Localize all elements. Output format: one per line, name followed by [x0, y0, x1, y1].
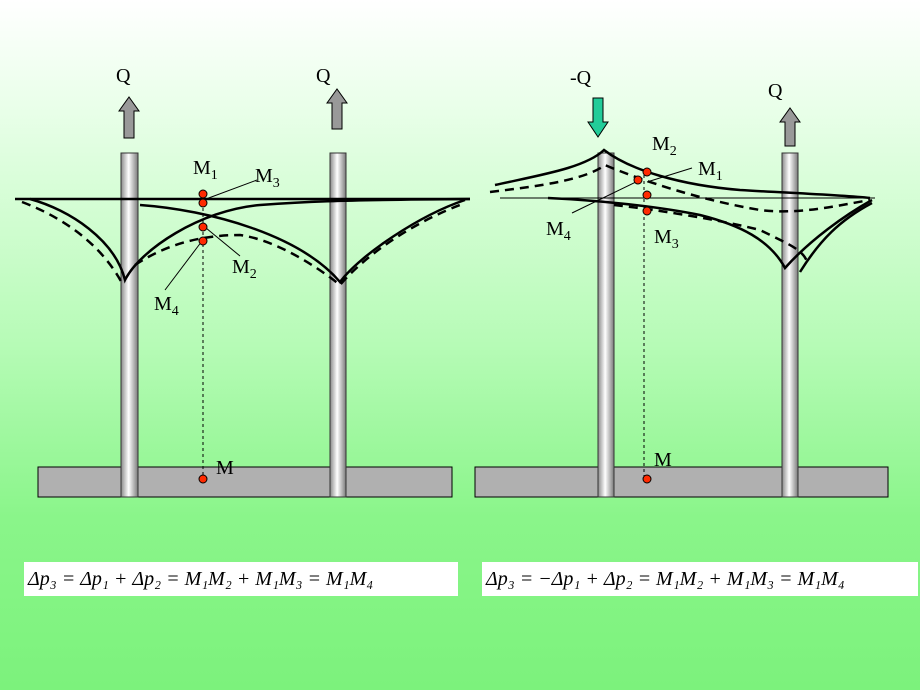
left-formula: Δp₃ = Δp₁ + Δp₂ = M₁M₂ + M₁M₃ = M₁M₄: [24, 562, 458, 596]
right-well-2: [781, 152, 799, 498]
right-point-m: [642, 474, 652, 484]
right-curve-solid-top: [494, 148, 871, 200]
left-label-m1: M1: [193, 157, 218, 183]
up-arrow-icon: [326, 88, 348, 130]
right-force-label-2: Q: [768, 80, 783, 102]
left-point-m4: [198, 236, 208, 246]
left-leader-m4: [164, 240, 203, 291]
left-leader-m3: [205, 179, 258, 200]
right-leader-m1: [646, 167, 693, 183]
right-label-m: M: [654, 449, 672, 471]
right-curve-solid-bottom: [547, 196, 873, 271]
right-point-m3: [642, 206, 652, 216]
left-curve-dashed-2: [134, 203, 461, 287]
up-arrow-icon: [118, 96, 140, 139]
left-label-m3: M3: [255, 165, 280, 191]
right-curve-solid-tail: [798, 201, 873, 273]
left-force-label-1: Q: [116, 65, 131, 87]
right-label-m3: M3: [654, 226, 679, 252]
left-curve-well2-solid: [139, 198, 466, 285]
left-panel: Q Q M1 M3 M2 M4 M: [15, 65, 471, 498]
right-curve-dashed-bottom: [613, 203, 810, 266]
left-base-slab: [37, 466, 453, 498]
left-force-label-2: Q: [316, 65, 331, 87]
right-label-m4: M4: [546, 218, 571, 244]
left-point-m: [198, 474, 208, 484]
left-curve-dashed-1: [21, 200, 125, 286]
left-point-m3: [198, 198, 208, 208]
left-point-m1: [198, 189, 208, 199]
right-formula: Δp₃ = −Δp₁ + Δp₂ = M₁M₂ + M₁M₃ = M₁M₄: [482, 562, 918, 596]
left-label-m: M: [216, 457, 234, 479]
right-panel: -Q Q M2 M1 M4 M3 M: [474, 67, 889, 498]
right-curve-dashed-top: [489, 163, 871, 213]
right-base-slab: [474, 466, 889, 498]
left-well-1: [120, 152, 139, 498]
left-leader-m2: [205, 227, 241, 257]
right-point-m2: [642, 167, 652, 177]
left-well-2: [329, 152, 347, 498]
left-curve-upper-solid: [29, 197, 471, 284]
left-label-m4: M4: [154, 293, 179, 319]
down-arrow-icon: [587, 97, 609, 138]
right-leader-m4: [571, 181, 637, 214]
left-label-m2: M2: [232, 256, 257, 282]
right-label-m1: M1: [698, 158, 723, 184]
up-arrow-icon: [779, 107, 801, 147]
left-point-m2: [198, 222, 208, 232]
right-point-m4: [633, 175, 643, 185]
right-point-m1: [642, 190, 652, 200]
right-label-m2: M2: [652, 133, 677, 159]
right-well-1: [597, 152, 615, 498]
right-force-label-1: -Q: [570, 67, 592, 89]
